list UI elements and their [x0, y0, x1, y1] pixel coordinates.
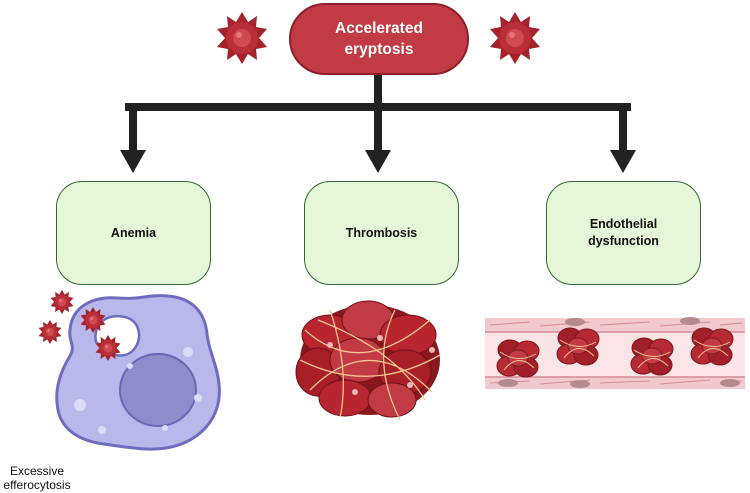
accelerated-eryptosis-node: Accelerated eryptosis — [289, 3, 469, 75]
anemia-node: Anemia — [56, 181, 211, 285]
blood-vessel-icon — [485, 317, 745, 389]
thrombosis-node: Thrombosis — [304, 181, 459, 285]
excessive-efferocytosis-label: Excessive efferocytosis — [3, 464, 71, 492]
accelerated-eryptosis-label: Accelerated eryptosis — [335, 20, 423, 58]
blood-clot-icon — [295, 300, 441, 421]
endothelial-dysfunction-node: Endothelial dysfunction — [546, 181, 701, 285]
connector-arrows — [120, 75, 636, 173]
spiky-rbc-icon — [217, 12, 267, 64]
endothelial-dysfunction-label: Endothelial dysfunction — [588, 217, 659, 248]
macrophage-icon — [38, 290, 221, 451]
spiky-rbc-icon — [490, 12, 540, 64]
thrombosis-label: Thrombosis — [345, 225, 418, 240]
anemia-label: Anemia — [110, 225, 157, 240]
